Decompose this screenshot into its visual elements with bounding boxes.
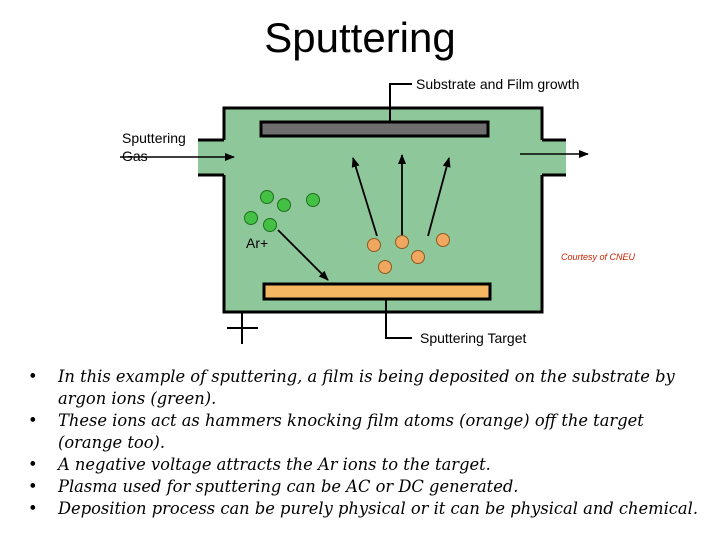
- film-atom: [436, 233, 450, 247]
- sputtering-gas-label-line2: Gas: [122, 148, 148, 164]
- bullet-item: • Plasma used for sputtering can be AC or…: [28, 476, 708, 498]
- target-plate: [262, 282, 492, 301]
- bullet-marker: •: [28, 455, 38, 474]
- chamber-wall: [222, 106, 544, 140]
- bullet-marker: •: [28, 499, 38, 518]
- chamber-fill: [198, 108, 566, 312]
- ejection-arrow: [351, 157, 378, 237]
- bullet-marker: •: [28, 411, 38, 430]
- bullet-marker: •: [28, 367, 38, 386]
- argon-label: Ar+: [246, 235, 269, 251]
- film-atom: [395, 235, 409, 249]
- bullet-text: A negative voltage attracts the Ar ions …: [58, 455, 491, 474]
- credit-text: Courtesy of CNEU: [561, 252, 636, 262]
- argon-ion: [260, 190, 274, 204]
- target-label: Sputtering Target: [420, 330, 527, 346]
- target-lead: [385, 312, 412, 339]
- substrate-label: Substrate and Film growth: [416, 76, 580, 92]
- film-atom: [378, 260, 392, 274]
- argon-ion: [263, 218, 277, 232]
- bullet-item: • In this example of sputtering, a film i…: [28, 366, 708, 410]
- bullet-text: Deposition process can be purely physica…: [58, 499, 699, 518]
- substrate-plate: [259, 120, 490, 138]
- slide-title: Sputtering: [264, 14, 456, 61]
- bullet-text: These ions act as hammers knocking film …: [58, 411, 644, 452]
- argon-ion: [244, 211, 258, 225]
- film-atom: [367, 238, 381, 252]
- substrate-lead: [389, 83, 412, 108]
- sputtering-gas-label-line1: Sputtering: [122, 130, 186, 146]
- ejection-arrow: [427, 157, 451, 237]
- bullet-item: • These ions act as hammers knocking film…: [28, 410, 708, 454]
- chamber-wall: [222, 175, 544, 314]
- bullet-text: Plasma used for sputtering can be AC or …: [58, 477, 519, 496]
- bullet-list: • In this example of sputtering, a film i…: [28, 366, 708, 520]
- film-atom: [411, 250, 425, 264]
- bullet-item: • Deposition process can be purely physic…: [28, 498, 708, 520]
- ion-impact-arrow: [277, 229, 329, 281]
- argon-ion: [277, 198, 291, 212]
- bullet-marker: •: [28, 477, 38, 496]
- argon-ion: [306, 193, 320, 207]
- bullet-text: In this example of sputtering, a film is…: [58, 367, 675, 408]
- bullet-item: • A negative voltage attracts the Ar ions…: [28, 454, 708, 476]
